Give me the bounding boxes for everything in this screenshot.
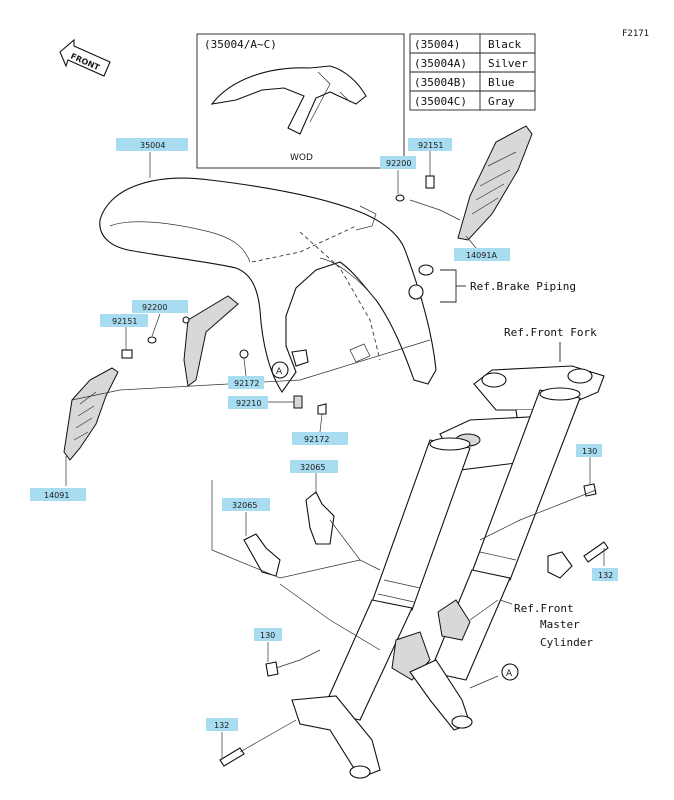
front-fork xyxy=(291,365,605,779)
leader-lines xyxy=(65,150,605,758)
bolt-axle-right-icon xyxy=(583,541,609,563)
marker-a-upper: A xyxy=(271,361,289,379)
bracket-lower xyxy=(243,533,281,577)
fender-stay-left xyxy=(183,295,239,387)
label-32065-upper[interactable]: 32065 xyxy=(300,463,325,472)
color-code-0: (35004) xyxy=(414,38,460,51)
bracket-upper xyxy=(305,491,335,545)
color-name-1: Silver xyxy=(488,57,528,70)
label-92172-lower[interactable]: 92172 xyxy=(234,379,259,388)
label-130-right[interactable]: 130 xyxy=(582,447,597,456)
front-fender xyxy=(99,177,437,393)
label-92200-left[interactable]: 92200 xyxy=(142,303,167,312)
color-code-2: (35004B) xyxy=(414,76,467,89)
color-name-2: Blue xyxy=(488,76,515,89)
master-cylinder-clamp xyxy=(547,551,573,579)
bolt-fork-right-icon xyxy=(583,483,597,497)
front-arrow-icon: FRONT xyxy=(59,38,111,77)
bolt-axle-left-icon xyxy=(219,747,245,767)
cover-left xyxy=(63,367,119,461)
figure-id: F2171 xyxy=(622,29,649,39)
ref-master-line1: Ref.Front xyxy=(514,602,574,615)
color-name-3: Gray xyxy=(488,95,515,108)
inset-box: (35004/A~C) WOD xyxy=(196,33,405,169)
color-code-3: (35004C) xyxy=(414,95,467,108)
label-92151-left[interactable]: 92151 xyxy=(112,317,137,326)
marker-a-lower: A xyxy=(501,663,519,681)
svg-text:A: A xyxy=(276,367,283,377)
label-35004[interactable]: 35004 xyxy=(140,141,165,150)
cover-right xyxy=(457,125,533,241)
label-132-left[interactable]: 132 xyxy=(214,721,229,730)
label-130-left[interactable]: 130 xyxy=(260,631,275,640)
ref-front-fork: Ref.Front Fork xyxy=(504,326,597,339)
label-14091[interactable]: 14091 xyxy=(44,491,69,500)
hardware-top xyxy=(395,175,435,202)
ref-master-line3: Cylinder xyxy=(540,636,593,649)
inset-caption: WOD xyxy=(290,153,313,163)
label-92200-top[interactable]: 92200 xyxy=(386,159,411,168)
brake-clamp xyxy=(408,264,466,303)
inset-title: (35004/A~C) xyxy=(204,38,277,51)
part-labels: 35004 92200 92151 14091A 92200 92151 921… xyxy=(30,138,618,731)
color-table: (35004) Black (35004A) Silver (35004B) B… xyxy=(409,33,536,111)
ref-brake-piping: Ref.Brake Piping xyxy=(470,280,576,293)
label-92210[interactable]: 92210 xyxy=(236,399,261,408)
label-92151-top[interactable]: 92151 xyxy=(418,141,443,150)
hardware-left xyxy=(121,316,190,359)
label-132-right[interactable]: 132 xyxy=(598,571,613,580)
label-92172-center[interactable]: 92172 xyxy=(304,435,329,444)
color-code-1: (35004A) xyxy=(414,57,467,70)
color-name-0: Black xyxy=(488,38,521,51)
bolt-fork-left-icon xyxy=(265,661,279,677)
svg-text:A: A xyxy=(506,669,513,679)
ref-master-line2: Master xyxy=(540,618,580,631)
label-32065-lower[interactable]: 32065 xyxy=(232,501,257,510)
label-14091a[interactable]: 14091A xyxy=(466,251,497,260)
